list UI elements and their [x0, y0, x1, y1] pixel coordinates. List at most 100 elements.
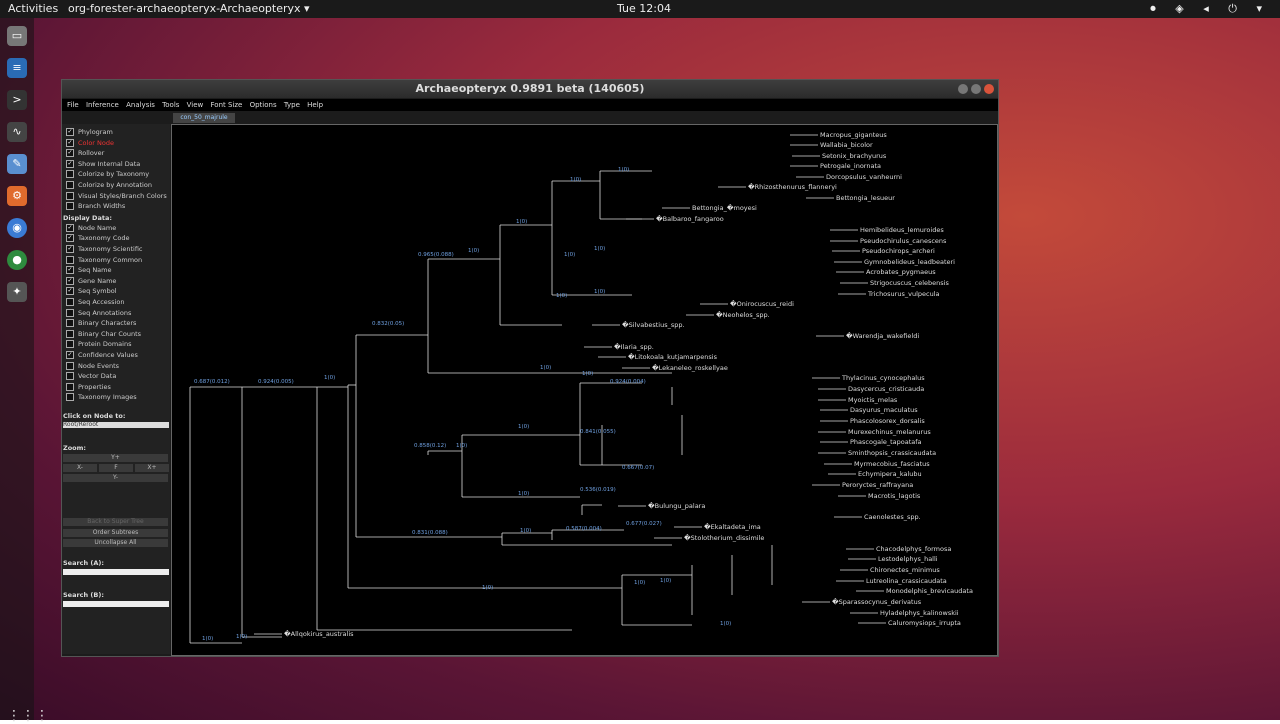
menu-help[interactable]: Help [307, 101, 324, 109]
checkbox-rollover[interactable]: ✓Rollover [66, 149, 104, 159]
checkbox-box[interactable] [66, 361, 74, 370]
monitor-icon[interactable]: ∿ [7, 122, 27, 142]
checkbox-seq-symbol[interactable]: ✓Seq Symbol [66, 287, 117, 297]
taxon-label[interactable]: Dasyurus_maculatus [850, 406, 918, 414]
checkbox-box[interactable] [66, 181, 74, 189]
checkbox-box[interactable] [66, 202, 74, 211]
taxon-label[interactable]: �Silvabestius_spp. [622, 321, 685, 329]
taxon-label[interactable]: �Allqokirus_australis [284, 630, 354, 638]
checkbox-box[interactable]: ✓ [66, 138, 74, 147]
taxon-label[interactable]: Phascolosorex_dorsalis [850, 417, 925, 425]
menu-analysis[interactable]: Analysis [126, 101, 155, 109]
checkbox-protein-domains[interactable]: Protein Domains [66, 340, 131, 350]
taxon-label[interactable]: Phascogale_tapoatafa [850, 438, 922, 446]
taxon-label[interactable]: Sminthopsis_crassicaudata [848, 449, 937, 457]
uncollapse-all-button[interactable]: Uncollapse All [63, 539, 168, 547]
checkbox-box[interactable]: ✓ [66, 128, 74, 136]
minimize-icon[interactable] [958, 84, 968, 94]
taxon-label[interactable]: Petrogale_inornata [820, 162, 882, 170]
checkbox-phylogram[interactable]: ✓Phylogram [66, 128, 113, 138]
zoom-x-minus-button[interactable]: X- [63, 464, 97, 472]
taxon-label[interactable]: Myrmecobius_fasciatus [854, 460, 930, 468]
menu-font-size[interactable]: Font Size [210, 101, 243, 109]
checkbox-box[interactable] [66, 393, 74, 402]
taxon-label[interactable]: Macrotis_lagotis [868, 492, 921, 500]
checkbox-taxonomy-scientific[interactable]: ✓Taxonomy Scientific [66, 245, 143, 255]
taxon-label[interactable]: Bettongia_lesueur [836, 194, 895, 202]
checkbox-node-events[interactable]: Node Events [66, 361, 119, 372]
taxon-label[interactable]: Gymnobelideus_leadbeateri [864, 258, 955, 266]
app-menu[interactable]: org-forester-archaeopteryx-Archaeopteryx… [68, 2, 310, 15]
checkbox-vector-data[interactable]: Vector Data [66, 372, 116, 382]
checkbox-box[interactable]: ✓ [66, 287, 74, 296]
checkbox-box[interactable]: ✓ [66, 234, 74, 243]
activities-button[interactable]: Activities [8, 2, 59, 15]
taxon-label[interactable]: Lutreolina_crassicaudata [866, 577, 947, 585]
editor-icon[interactable]: ✎ [7, 154, 27, 174]
checkbox-confidence-values[interactable]: ✓Confidence Values [66, 351, 138, 361]
taxon-label[interactable]: �Balbaroo_fangaroo [656, 215, 724, 223]
zoom-fit-button[interactable]: F [99, 464, 133, 472]
checkbox-box[interactable] [66, 340, 74, 349]
taxon-label[interactable]: Lestodelphys_halli [878, 555, 938, 563]
archaeopteryx-icon[interactable]: ✦ [7, 282, 27, 302]
menu-inference[interactable]: Inference [85, 101, 119, 109]
writer-icon[interactable]: ≡ [7, 58, 27, 78]
checkbox-box[interactable]: ✓ [66, 159, 74, 168]
checkbox-box[interactable] [66, 191, 74, 200]
checkbox-box[interactable] [66, 308, 74, 317]
menu-tools[interactable]: Tools [162, 101, 180, 109]
settings-icon[interactable]: ⚙ [7, 186, 27, 206]
taxon-label[interactable]: Chacodelphys_formosa [876, 545, 952, 553]
checkbox-taxonomy-common[interactable]: Taxonomy Common [66, 255, 142, 266]
taxon-label[interactable]: Setonix_brachyurus [822, 152, 887, 160]
checkbox-box[interactable] [66, 170, 74, 179]
taxon-label[interactable]: Monodelphis_brevicaudata [886, 587, 973, 595]
taxon-label[interactable]: Thylacinus_cynocephalus [842, 374, 925, 382]
checkbox-properties[interactable]: Properties [66, 382, 111, 393]
search-b-input[interactable] [63, 601, 169, 607]
zoom-x-plus-button[interactable]: X+ [135, 464, 169, 472]
taxon-label[interactable]: Chironectes_minimus [870, 566, 940, 574]
tab-tree[interactable]: con_50_majrule [173, 113, 235, 123]
checkbox-color-node[interactable]: ✓Color Node [66, 138, 114, 149]
checkbox-box[interactable]: ✓ [66, 245, 74, 253]
checkbox-colorize-by-annotation[interactable]: Colorize by Annotation [66, 181, 152, 191]
taxon-label[interactable]: �Onirocuscus_reidi [730, 300, 794, 308]
order-subtrees-button[interactable]: Order Subtrees [63, 529, 168, 537]
taxon-label[interactable]: �Ilaria_spp. [614, 343, 654, 351]
checkbox-taxonomy-code[interactable]: ✓Taxonomy Code [66, 234, 129, 244]
taxon-label[interactable]: Bettongia_�moyesi [692, 204, 757, 212]
menu-type[interactable]: Type [283, 101, 300, 109]
menu-view[interactable]: View [186, 101, 204, 109]
taxon-label[interactable]: Caenolestes_spp. [864, 513, 921, 521]
checkbox-gene-name[interactable]: ✓Gene Name [66, 276, 116, 287]
click-action-select[interactable]: Root/Reroot [63, 422, 169, 428]
taxon-label[interactable]: �Rhizosthenurus_flanneryi [748, 183, 837, 191]
checkbox-colorize-by-taxonomy[interactable]: Colorize by Taxonomy [66, 170, 149, 180]
taxon-label[interactable]: �Litokoala_kutjamarpensis [628, 353, 717, 361]
taxon-label[interactable]: �Stolotherium_dissimile [684, 534, 765, 542]
taxon-label[interactable]: Hyladelphys_kalinowskii [880, 609, 959, 617]
taxon-label[interactable]: Macropus_giganteus [820, 131, 887, 139]
checkbox-seq-accession[interactable]: Seq Accession [66, 298, 124, 308]
taxon-label[interactable]: Caluromysiops_irrupta [888, 619, 961, 627]
checkbox-box[interactable]: ✓ [66, 223, 74, 232]
checkbox-box[interactable] [66, 298, 74, 306]
maximize-icon[interactable] [971, 84, 981, 94]
terminal-icon[interactable]: > [7, 90, 27, 110]
taxon-label[interactable]: Hemibelideus_lemuroides [860, 226, 944, 234]
checkbox-box[interactable] [66, 319, 74, 328]
checkbox-box[interactable] [66, 372, 74, 381]
taxon-label[interactable]: �Lekaneleo_roskellyae [652, 364, 728, 372]
taxon-label[interactable]: �Ekaltadeta_ima [704, 523, 761, 531]
close-icon[interactable] [984, 84, 994, 94]
taxon-label[interactable]: Dorcopsulus_vanheurni [826, 173, 902, 181]
taxon-label[interactable]: �Warendja_wakefieldi [846, 332, 920, 340]
zoom-y-minus-button[interactable]: Y- [63, 474, 168, 482]
chrome-icon[interactable]: ◉ [7, 218, 27, 238]
taxon-label[interactable]: Murexechinus_melanurus [848, 428, 931, 436]
checkbox-binary-char-counts[interactable]: Binary Char Counts [66, 329, 141, 340]
taxon-label[interactable]: Echymipera_kalubu [858, 470, 922, 478]
clock[interactable]: Tue 12:04 [617, 2, 671, 15]
